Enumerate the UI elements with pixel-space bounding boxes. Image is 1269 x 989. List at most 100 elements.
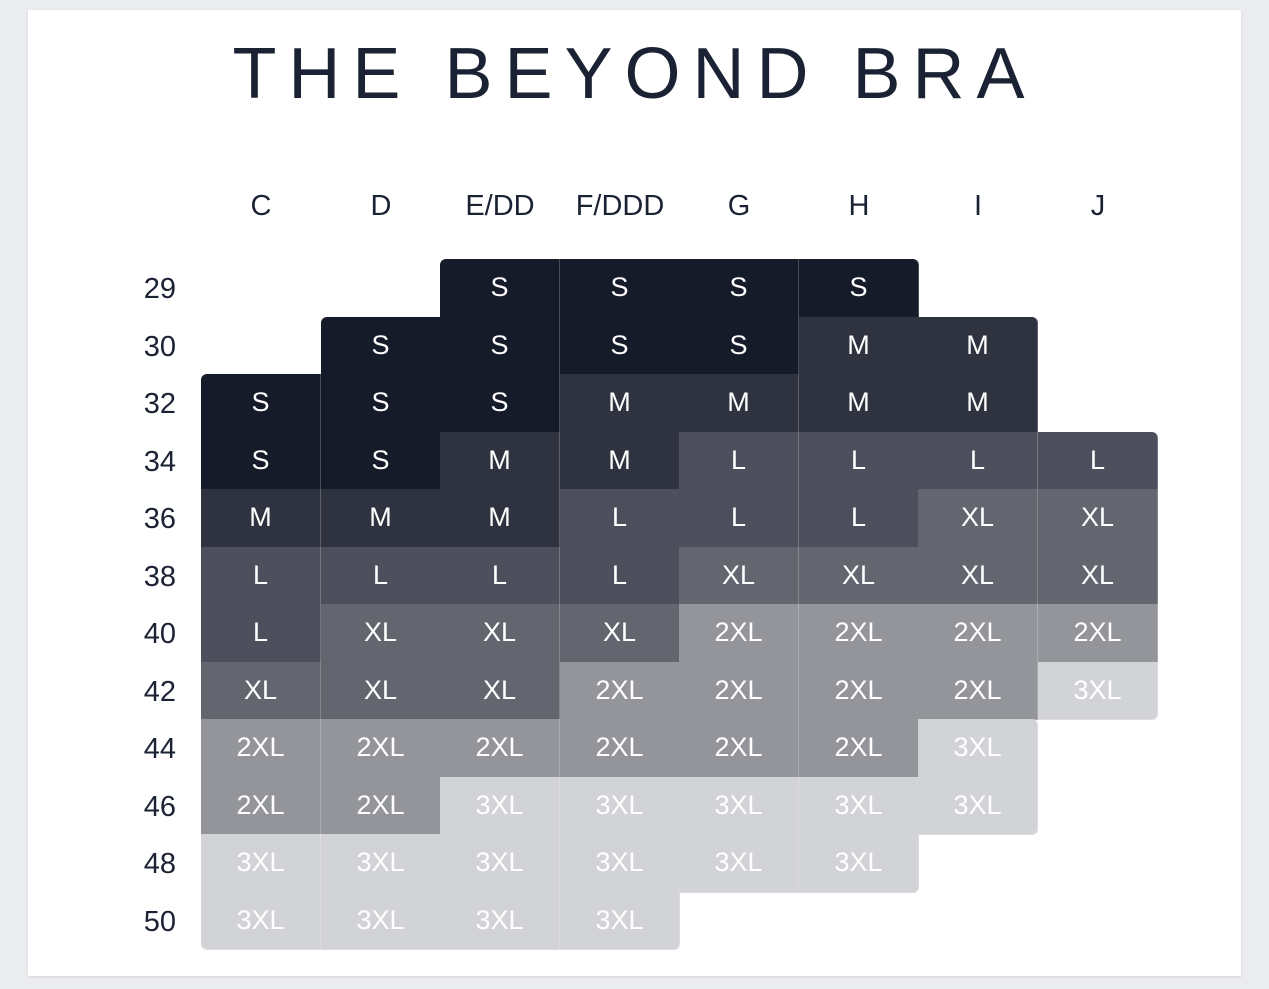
size-cell-40-d[interactable]: XL bbox=[321, 604, 441, 663]
size-cell-empty-48-i bbox=[918, 834, 1038, 893]
size-cell-38-g[interactable]: XL bbox=[679, 546, 799, 605]
row-header-40: 40 bbox=[143, 618, 176, 650]
size-cell-34-c[interactable]: S bbox=[201, 431, 321, 490]
size-cell-34-i[interactable]: L bbox=[918, 431, 1038, 490]
size-cell-48-e-dd[interactable]: 3XL bbox=[440, 834, 560, 893]
size-cell-34-f-ddd[interactable]: M bbox=[560, 431, 680, 490]
size-cell-46-i[interactable]: 3XL bbox=[918, 776, 1038, 835]
size-cell-40-c[interactable]: L bbox=[201, 604, 321, 663]
size-cell-36-j[interactable]: XL bbox=[1038, 489, 1158, 548]
size-cell-36-d[interactable]: M bbox=[321, 489, 441, 548]
size-cell-42-h[interactable]: 2XL bbox=[799, 661, 919, 720]
size-cell-38-i[interactable]: XL bbox=[918, 546, 1038, 605]
row-header-30: 30 bbox=[143, 330, 176, 363]
size-cell-empty-50-j bbox=[1038, 892, 1158, 951]
size-cell-34-g[interactable]: L bbox=[679, 431, 799, 490]
size-cell-42-d[interactable]: XL bbox=[321, 661, 441, 720]
size-cell-empty-46-j bbox=[1038, 777, 1158, 836]
size-cell-30-i[interactable]: M bbox=[918, 316, 1038, 375]
size-cell-50-c[interactable]: 3XL bbox=[201, 891, 321, 950]
size-cell-42-g[interactable]: 2XL bbox=[679, 661, 799, 720]
size-cell-38-h[interactable]: XL bbox=[799, 546, 919, 605]
size-cell-48-f-ddd[interactable]: 3XL bbox=[560, 834, 680, 893]
size-cell-32-f-ddd[interactable]: M bbox=[560, 374, 680, 433]
size-cell-34-j[interactable]: L bbox=[1038, 431, 1158, 490]
size-cell-40-e-dd[interactable]: XL bbox=[440, 604, 560, 663]
column-header-c: C bbox=[250, 190, 272, 222]
size-cell-32-e-dd[interactable]: S bbox=[440, 374, 560, 433]
size-cell-42-f-ddd[interactable]: 2XL bbox=[560, 661, 680, 720]
size-cell-empty-48-j bbox=[1038, 834, 1158, 893]
size-cell-empty-29-j bbox=[1038, 259, 1158, 318]
size-cell-30-d[interactable]: S bbox=[321, 316, 441, 375]
size-cell-42-i[interactable]: 2XL bbox=[918, 661, 1038, 720]
size-cell-50-f-ddd[interactable]: 3XL bbox=[560, 891, 680, 950]
size-cell-50-d[interactable]: 3XL bbox=[321, 891, 441, 950]
size-cell-40-f-ddd[interactable]: XL bbox=[560, 604, 680, 663]
size-cell-42-c[interactable]: XL bbox=[201, 661, 321, 720]
size-cell-46-c[interactable]: 2XL bbox=[201, 776, 321, 835]
size-cell-40-i[interactable]: 2XL bbox=[918, 604, 1038, 663]
size-cell-29-f-ddd[interactable]: S bbox=[560, 259, 680, 318]
size-cell-38-c[interactable]: L bbox=[201, 546, 321, 605]
size-cell-48-d[interactable]: 3XL bbox=[321, 834, 441, 893]
row-header-50: 50 bbox=[143, 905, 176, 938]
size-cell-30-g[interactable]: S bbox=[679, 316, 799, 375]
size-cell-40-j[interactable]: 2XL bbox=[1038, 604, 1158, 663]
size-cell-empty-29-c bbox=[201, 259, 321, 318]
size-cell-48-h[interactable]: 3XL bbox=[799, 834, 919, 893]
size-cell-34-h[interactable]: L bbox=[799, 431, 919, 490]
size-cell-46-g[interactable]: 3XL bbox=[679, 776, 799, 835]
size-cell-29-g[interactable]: S bbox=[679, 259, 799, 318]
size-cell-46-f-ddd[interactable]: 3XL bbox=[560, 776, 680, 835]
size-cell-38-e-dd[interactable]: L bbox=[440, 546, 560, 605]
size-cell-36-h[interactable]: L bbox=[799, 489, 919, 548]
row-header-34: 34 bbox=[143, 445, 176, 478]
size-cell-34-d[interactable]: S bbox=[321, 431, 441, 490]
size-cell-empty-50-h bbox=[799, 892, 919, 951]
size-cell-48-g[interactable]: 3XL bbox=[679, 834, 799, 893]
size-cell-32-c[interactable]: S bbox=[201, 374, 321, 433]
size-cell-36-e-dd[interactable]: M bbox=[440, 489, 560, 548]
size-cell-46-e-dd[interactable]: 3XL bbox=[440, 776, 560, 835]
size-cell-32-g[interactable]: M bbox=[679, 374, 799, 433]
page-title: THE BEYOND BRA bbox=[232, 34, 1037, 114]
column-header-f-ddd: F/DDD bbox=[575, 190, 665, 222]
size-cell-empty-44-j bbox=[1038, 719, 1158, 778]
size-cell-44-d[interactable]: 2XL bbox=[321, 719, 441, 778]
size-cell-36-c[interactable]: M bbox=[201, 489, 321, 548]
size-cell-44-h[interactable]: 2XL bbox=[799, 719, 919, 778]
row-header-42: 42 bbox=[143, 675, 176, 708]
size-cell-46-d[interactable]: 2XL bbox=[321, 776, 441, 835]
size-cell-46-h[interactable]: 3XL bbox=[799, 776, 919, 835]
size-cell-36-f-ddd[interactable]: L bbox=[560, 489, 680, 548]
size-cell-48-c[interactable]: 3XL bbox=[201, 834, 321, 893]
size-cell-40-h[interactable]: 2XL bbox=[799, 604, 919, 663]
size-cell-29-h[interactable]: S bbox=[799, 259, 919, 318]
size-cell-38-d[interactable]: L bbox=[321, 546, 441, 605]
size-cell-34-e-dd[interactable]: M bbox=[440, 431, 560, 490]
size-cell-38-j[interactable]: XL bbox=[1038, 546, 1158, 605]
column-header-d: D bbox=[370, 190, 392, 222]
size-cell-50-e-dd[interactable]: 3XL bbox=[440, 891, 560, 950]
size-cell-30-f-ddd[interactable]: S bbox=[560, 316, 680, 375]
size-cell-42-e-dd[interactable]: XL bbox=[440, 661, 560, 720]
size-cell-44-e-dd[interactable]: 2XL bbox=[440, 719, 560, 778]
size-cell-32-i[interactable]: M bbox=[918, 374, 1038, 433]
column-header-j: J bbox=[1090, 190, 1106, 222]
size-cell-44-f-ddd[interactable]: 2XL bbox=[560, 719, 680, 778]
size-cell-36-g[interactable]: L bbox=[679, 489, 799, 548]
size-cell-32-d[interactable]: S bbox=[321, 374, 441, 433]
size-cell-29-e-dd[interactable]: S bbox=[440, 259, 560, 318]
row-header-44: 44 bbox=[143, 733, 176, 765]
size-cell-44-c[interactable]: 2XL bbox=[201, 719, 321, 778]
size-cell-44-g[interactable]: 2XL bbox=[679, 719, 799, 778]
size-cell-30-e-dd[interactable]: S bbox=[440, 316, 560, 375]
size-cell-38-f-ddd[interactable]: L bbox=[560, 546, 680, 605]
size-cell-44-i[interactable]: 3XL bbox=[918, 719, 1038, 778]
size-cell-36-i[interactable]: XL bbox=[918, 489, 1038, 548]
size-cell-42-j[interactable]: 3XL bbox=[1038, 661, 1158, 720]
size-cell-40-g[interactable]: 2XL bbox=[679, 604, 799, 663]
size-cell-30-h[interactable]: M bbox=[799, 316, 919, 375]
size-cell-32-h[interactable]: M bbox=[799, 374, 919, 433]
